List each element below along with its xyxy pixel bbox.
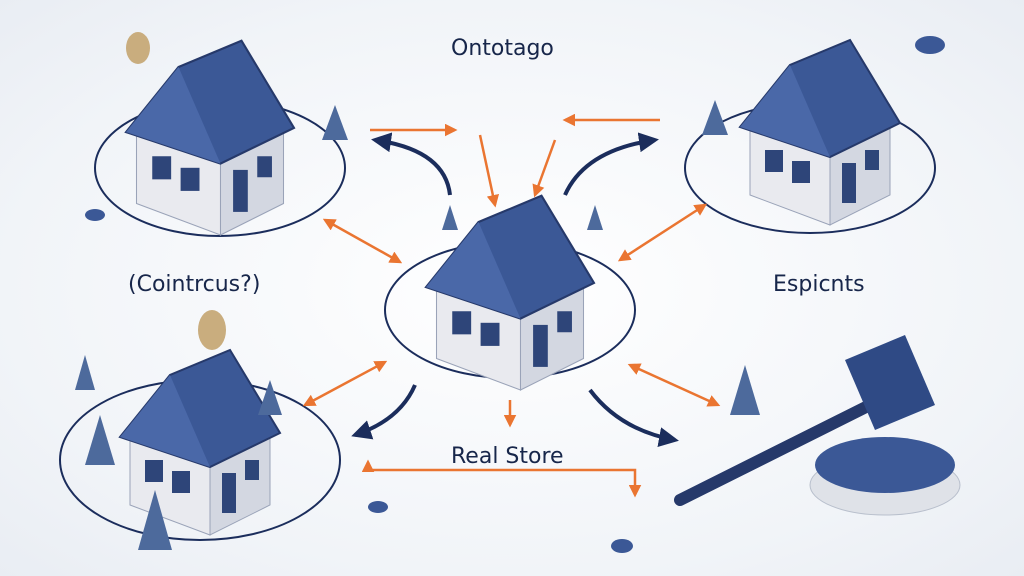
tree-icon: [85, 415, 115, 465]
tree-icon: [258, 380, 282, 415]
coin-icon: [85, 209, 105, 221]
arrow: [627, 363, 721, 407]
tree-icon: [442, 205, 458, 230]
tree-icon: [322, 105, 348, 140]
gavel-icon: [674, 335, 961, 516]
trees: [75, 100, 760, 550]
curved-arrow: [563, 132, 659, 196]
tree-icon: [587, 205, 603, 230]
label-bottom: Real Store: [451, 444, 564, 469]
coin-icon: [611, 539, 633, 553]
label-right: Espicnts: [773, 272, 865, 297]
house-bottom-left: [119, 349, 281, 536]
orange-arrows: [302, 113, 721, 498]
arrow: [478, 134, 500, 208]
house-top-right: [739, 39, 901, 226]
egg-icon: [198, 310, 226, 350]
tree-icon: [138, 490, 172, 550]
curved-arrow: [371, 132, 452, 196]
arrow: [361, 459, 642, 498]
navy-arrows: [351, 132, 679, 447]
house-top-left: [124, 39, 296, 237]
coin-icon: [915, 36, 945, 54]
coin-icon: [368, 501, 388, 513]
label-left: (Cointrcus?): [128, 272, 261, 297]
label-top: Ontotago: [451, 36, 554, 61]
arrow: [322, 218, 403, 264]
tree-icon: [702, 100, 728, 135]
egg-icon: [126, 32, 150, 64]
curved-arrow: [351, 384, 417, 440]
arrow: [302, 360, 388, 407]
tree-icon: [75, 355, 95, 390]
curved-arrow: [588, 388, 679, 447]
arrow: [532, 139, 557, 198]
tree-icon: [730, 365, 760, 415]
arrow: [617, 203, 708, 262]
